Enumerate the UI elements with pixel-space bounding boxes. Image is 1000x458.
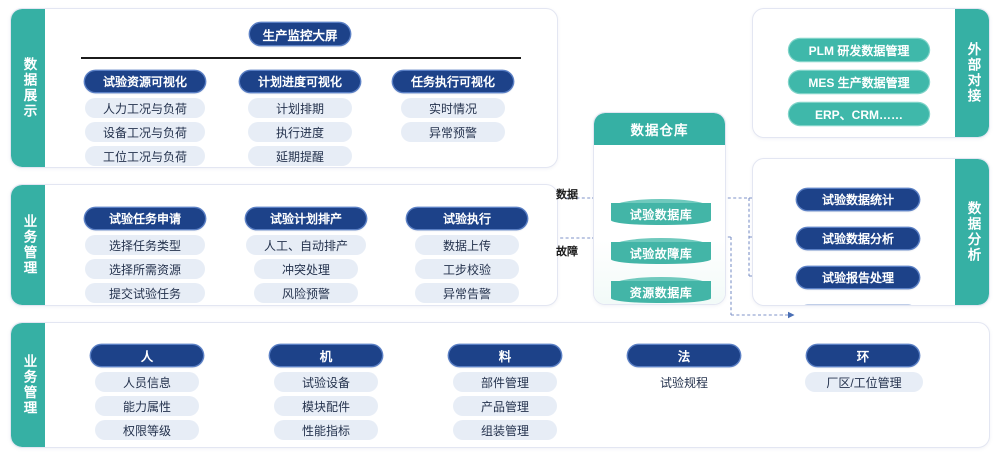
colhead-resource-visual[interactable]: 试验资源可视化 xyxy=(85,71,205,92)
item-plan-2[interactable]: 执行进度 xyxy=(248,122,352,142)
flowhead-task-apply[interactable]: 试验任务申请 xyxy=(85,208,205,229)
panel-external-interface: 外部对接 PLM 研发数据管理 MES 生产数据管理 ERP、CRM…… xyxy=(752,8,990,138)
analysis-item-report[interactable]: 试验报告处理 xyxy=(797,267,919,288)
sidebar-label-text: 业务管理 xyxy=(21,354,37,416)
masteritem-machine-3[interactable]: 性能指标 xyxy=(274,420,378,440)
flowitem-plan-3[interactable]: 风险预警 xyxy=(254,283,358,303)
banner-production-monitor[interactable]: 生产监控大屏 xyxy=(250,23,350,45)
flowitem-apply-2[interactable]: 选择所需资源 xyxy=(85,259,205,279)
sidebar-label-text: 外部对接 xyxy=(965,42,981,104)
database-cylinder-fault-data[interactable]: 试验故障库 xyxy=(611,238,711,264)
divider-rule xyxy=(81,57,521,59)
panel-business-master: 业务管理 人 人员信息 能力属性 权限等级 机 试验设备 模块配件 性能指标 料… xyxy=(10,322,990,448)
sidebar-label-external: 外部对接 xyxy=(955,9,989,137)
masterhead-material[interactable]: 料 xyxy=(449,345,561,366)
flowhead-execution[interactable]: 试验执行 xyxy=(407,208,527,229)
connector-label-data: 数据 xyxy=(556,189,578,201)
sidebar-label-business-flow: 业务管理 xyxy=(11,185,45,305)
colhead-plan-visual[interactable]: 计划进度可视化 xyxy=(240,71,360,92)
masterhead-machine[interactable]: 机 xyxy=(270,345,382,366)
database-label: 试验故障库 xyxy=(629,246,693,261)
masteritem-method-1[interactable]: 试验规程 xyxy=(659,375,708,390)
masterhead-person[interactable]: 人 xyxy=(91,345,203,366)
masterhead-environment[interactable]: 环 xyxy=(807,345,919,366)
connector-label-fault: 故障 xyxy=(556,246,578,258)
database-cylinder-test-data[interactable]: 试验数据库 xyxy=(611,199,711,225)
cylinder-body: 试验故障库 xyxy=(611,242,711,264)
analysis-item-analysis[interactable]: 试验数据分析 xyxy=(797,228,919,249)
panel-business-flow: 业务管理 试验任务申请 选择任务类型 选择所需资源 提交试验任务 试验计划排产 … xyxy=(10,184,558,306)
external-item-erp-crm[interactable]: ERP、CRM…… xyxy=(789,103,929,125)
panel-data-warehouse: 数据仓库 试验数据库 试验故障库 资源数据库 xyxy=(593,112,726,305)
item-resource-2[interactable]: 设备工况与负荷 xyxy=(85,122,205,142)
flowitem-apply-3[interactable]: 提交试验任务 xyxy=(85,283,205,303)
database-label: 试验数据库 xyxy=(629,207,693,222)
colhead-task-visual[interactable]: 任务执行可视化 xyxy=(393,71,513,92)
item-resource-1[interactable]: 人力工况与负荷 xyxy=(85,98,205,118)
masteritem-person-1[interactable]: 人员信息 xyxy=(95,372,199,392)
sidebar-label-text: 数据分析 xyxy=(965,201,981,263)
item-plan-3[interactable]: 延期提醒 xyxy=(248,146,352,166)
flowitem-apply-1[interactable]: 选择任务类型 xyxy=(85,235,205,255)
cylinder-body: 资源数据库 xyxy=(611,281,711,303)
sidebar-label-business-master: 业务管理 xyxy=(11,323,45,447)
database-label: 资源数据库 xyxy=(629,285,693,300)
database-cylinder-resource-data[interactable]: 资源数据库 xyxy=(611,277,711,303)
panel-data-display: 数据展示 生产监控大屏 试验资源可视化 人力工况与负荷 设备工况与负荷 工位工况… xyxy=(10,8,558,168)
sidebar-label-data-analysis: 数据分析 xyxy=(955,159,989,305)
data-warehouse-body: 试验数据库 试验故障库 资源数据库 xyxy=(594,145,725,304)
item-task-1[interactable]: 实时情况 xyxy=(401,98,505,118)
external-item-plm[interactable]: PLM 研发数据管理 xyxy=(789,39,929,61)
flowitem-exec-1[interactable]: 数据上传 xyxy=(415,235,519,255)
flowhead-plan-schedule[interactable]: 试验计划排产 xyxy=(246,208,366,229)
masteritem-machine-1[interactable]: 试验设备 xyxy=(274,372,378,392)
masteritem-environment-1[interactable]: 厂区/工位管理 xyxy=(805,372,923,392)
masterhead-method[interactable]: 法 xyxy=(628,345,740,366)
flowitem-plan-2[interactable]: 冲突处理 xyxy=(254,259,358,279)
sidebar-label-text: 数据展示 xyxy=(21,57,37,119)
flowitem-exec-2[interactable]: 工步校验 xyxy=(415,259,519,279)
masteritem-material-3[interactable]: 组装管理 xyxy=(453,420,557,440)
item-plan-1[interactable]: 计划排期 xyxy=(248,98,352,118)
data-warehouse-title: 数据仓库 xyxy=(594,113,725,145)
flowitem-exec-3[interactable]: 异常告警 xyxy=(415,283,519,303)
masteritem-material-1[interactable]: 部件管理 xyxy=(453,372,557,392)
masteritem-material-2[interactable]: 产品管理 xyxy=(453,396,557,416)
external-item-mes[interactable]: MES 生产数据管理 xyxy=(789,71,929,93)
panel-data-analysis: 数据分析 试验数据统计 试验数据分析 试验报告处理 故障数据管理 xyxy=(752,158,990,306)
sidebar-label-data-display: 数据展示 xyxy=(11,9,45,167)
masteritem-machine-2[interactable]: 模块配件 xyxy=(274,396,378,416)
item-task-2[interactable]: 异常预警 xyxy=(401,122,505,142)
masteritem-person-2[interactable]: 能力属性 xyxy=(95,396,199,416)
analysis-item-statistics[interactable]: 试验数据统计 xyxy=(797,189,919,210)
cylinder-body: 试验数据库 xyxy=(611,203,711,225)
flowitem-plan-1[interactable]: 人工、自动排产 xyxy=(246,235,366,255)
masteritem-person-3[interactable]: 权限等级 xyxy=(95,420,199,440)
sidebar-label-text: 业务管理 xyxy=(21,214,37,276)
item-resource-3[interactable]: 工位工况与负荷 xyxy=(85,146,205,166)
